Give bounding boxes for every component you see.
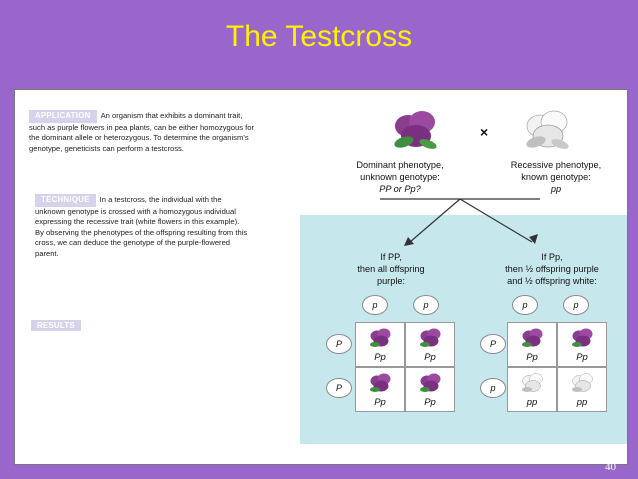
punnett-cell: Pp (405, 322, 455, 367)
offspring-genotype: pp (508, 397, 556, 408)
gamete-row-2: p (480, 378, 506, 398)
purple-flower-icon (368, 372, 394, 394)
punnett-cell: Pp (355, 322, 405, 367)
punnett-cell: Pp (557, 322, 607, 367)
gamete-col-2: p (563, 295, 589, 315)
offspring-genotype: Pp (406, 352, 454, 363)
punnett-cell: pp (557, 367, 607, 412)
punnett-cell: Pp (355, 367, 405, 412)
diagram-panel: × Dominant phenotype, unknown genotype: … (300, 104, 627, 444)
case-pp-label: If PP, then all offspring purple: (336, 252, 446, 287)
gamete-col-2: p (413, 295, 439, 315)
purple-flower-icon (418, 327, 444, 349)
application-tag: APPLICATION (29, 110, 97, 123)
white-flower-icon (522, 108, 574, 152)
purple-flower-icon (570, 327, 596, 349)
gamete-row-2: P (326, 378, 352, 398)
offspring-genotype: pp (558, 397, 606, 408)
technique-tag: TECHNIQUE (35, 194, 96, 207)
purple-flower-icon (368, 327, 394, 349)
white-flower-icon (570, 372, 596, 394)
offspring-genotype: Pp (508, 352, 556, 363)
white-flower-icon (520, 372, 546, 394)
punnett-cell: Pp (507, 322, 557, 367)
offspring-genotype: Pp (356, 352, 404, 363)
page-number: 40 (605, 461, 616, 473)
offspring-genotype: Pp (406, 397, 454, 408)
offspring-genotype: Pp (558, 352, 606, 363)
slide-title: The Testcross (0, 20, 638, 54)
purple-flower-icon (418, 372, 444, 394)
gamete-col-1: p (362, 295, 388, 315)
case-pp-het-label: If Pp, then ½ offspring purple and ½ off… (484, 252, 620, 287)
gamete-row-1: P (480, 334, 506, 354)
punnett-cell: pp (507, 367, 557, 412)
purple-flower-icon (520, 327, 546, 349)
offspring-genotype: Pp (356, 397, 404, 408)
cross-symbol: × (480, 124, 488, 140)
recessive-parent-label: Recessive phenotype, known genotype: pp (496, 160, 616, 195)
purple-flower-icon (390, 108, 442, 152)
punnett-cell: Pp (405, 367, 455, 412)
results-tag: RESULTS (31, 320, 81, 331)
gamete-col-1: p (512, 295, 538, 315)
gamete-row-1: P (326, 334, 352, 354)
dominant-parent-label: Dominant phenotype, unknown genotype: PP… (340, 160, 460, 195)
